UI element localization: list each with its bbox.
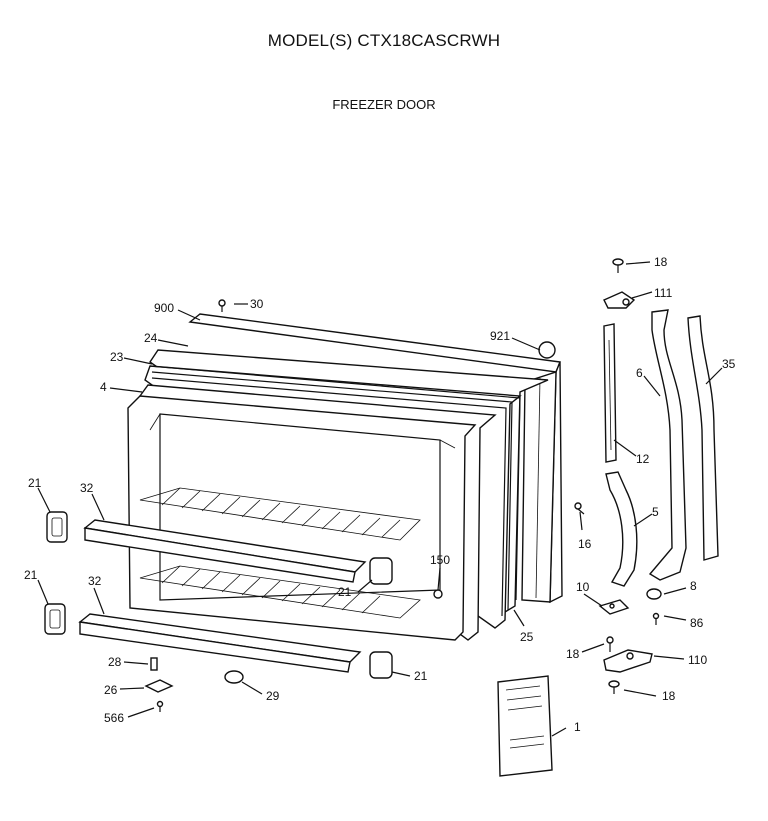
callout-4: 4	[100, 380, 107, 394]
door-shelf-bar-upper	[83, 519, 367, 583]
callout-16: 16	[578, 537, 592, 551]
callout-86: 86	[690, 616, 704, 630]
callout-150: 150	[430, 553, 450, 567]
door-shelf-bar-lower	[78, 613, 362, 673]
screw-566	[156, 700, 164, 712]
plug-150	[433, 589, 443, 599]
callout-18: 18	[566, 647, 580, 661]
callout-labels: 18 111 900 30 921 24 23 35 6 4 12 21 32 …	[24, 255, 736, 734]
callout-12: 12	[636, 452, 650, 466]
callout-10: 10	[576, 580, 590, 594]
bracket-26	[144, 679, 174, 693]
callout-18: 18	[654, 255, 668, 269]
screw-18-bottom	[608, 680, 620, 694]
screw-18-top	[612, 258, 624, 273]
callout-900: 900	[154, 301, 174, 315]
callout-5: 5	[652, 505, 659, 519]
model-title: MODEL(S) CTX18CASCRWH	[267, 31, 501, 50]
callout-32: 32	[80, 481, 94, 495]
callout-26: 26	[104, 683, 118, 697]
instruction-book	[497, 675, 553, 777]
callout-566: 566	[104, 711, 124, 725]
callout-110: 110	[688, 653, 707, 667]
callout-111: 111	[654, 286, 673, 300]
callout-6: 6	[636, 366, 643, 380]
handle-6	[648, 309, 687, 581]
callout-29: 29	[266, 689, 280, 703]
callout-25: 25	[520, 630, 534, 644]
shelf-end-cap	[44, 511, 393, 679]
screw-16	[574, 502, 585, 515]
hinge-110	[603, 649, 653, 673]
leader-lines	[37, 261, 723, 737]
plug-button	[538, 341, 556, 359]
callout-28: 28	[108, 655, 122, 669]
callout-21: 21	[28, 476, 42, 490]
screw-86	[652, 612, 660, 625]
bearing-8	[646, 588, 662, 600]
callout-35: 35	[722, 357, 736, 371]
stop-28	[150, 657, 158, 671]
handle-trim-35	[687, 315, 719, 561]
section-title: FREEZER DOOR	[332, 97, 436, 112]
callout-18: 18	[662, 689, 676, 703]
callout-21: 21	[24, 568, 38, 582]
callout-21: 21	[338, 585, 352, 599]
callout-8: 8	[690, 579, 697, 593]
callout-24: 24	[144, 331, 158, 345]
callout-30: 30	[250, 297, 264, 311]
button-29	[224, 670, 244, 684]
outer-door-panel	[188, 313, 563, 604]
callout-21: 21	[414, 669, 428, 683]
callout-921: 921	[490, 329, 510, 343]
callout-32: 32	[88, 574, 102, 588]
callout-23: 23	[110, 350, 124, 364]
screw-18-mid	[606, 636, 614, 652]
handle-bar-12	[603, 323, 617, 463]
hinge-pin-10	[598, 599, 630, 615]
hinge-5	[605, 471, 638, 587]
door-liner	[127, 384, 497, 641]
callout-1: 1	[574, 720, 581, 734]
screw-30	[218, 299, 226, 312]
hinge-bracket-111	[603, 291, 636, 309]
